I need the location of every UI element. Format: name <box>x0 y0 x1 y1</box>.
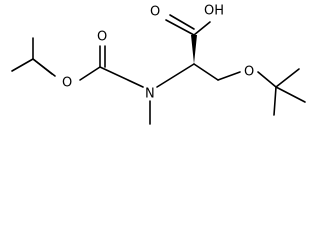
bond-carbonyl-n <box>99 66 144 88</box>
bond-o-boc-carbonyl <box>79 66 101 81</box>
atom-label-hydroxyl: OH <box>204 4 224 19</box>
atom-label-layer: OH O O O N O <box>62 4 254 102</box>
atom-label-carbonyl-o-boc: O <box>97 30 107 45</box>
bond-alpha-ch2 <box>193 63 219 81</box>
bond-tbu1-me-left <box>11 58 34 72</box>
atom-label-carbonyl-o-acid: O <box>150 5 160 20</box>
bond-ch2-ether-o <box>217 71 241 81</box>
bond-tbu2-me-right <box>275 86 306 103</box>
chemical-structure: OH O O O N O <box>11 4 306 125</box>
bond-tbu2-me-top <box>275 68 300 88</box>
atom-label-amine-n: N <box>145 87 155 102</box>
bond-acid-c=o-a <box>165 19 195 36</box>
bond-tbu2-me-bottom <box>273 86 277 116</box>
bond-ether-o-tbu2 <box>257 71 277 88</box>
bond-acid-c=o-b <box>169 14 195 30</box>
bond-acid-c-oh <box>193 21 211 36</box>
bond-wedge-alpha-carboxyl <box>191 35 197 64</box>
bond-layer <box>11 14 306 125</box>
atom-label-ether-o: O <box>244 65 254 80</box>
atom-label-ester-o-boc: O <box>62 76 72 91</box>
bond-n-alpha <box>156 63 195 88</box>
bond-tbu1-o <box>32 58 56 77</box>
